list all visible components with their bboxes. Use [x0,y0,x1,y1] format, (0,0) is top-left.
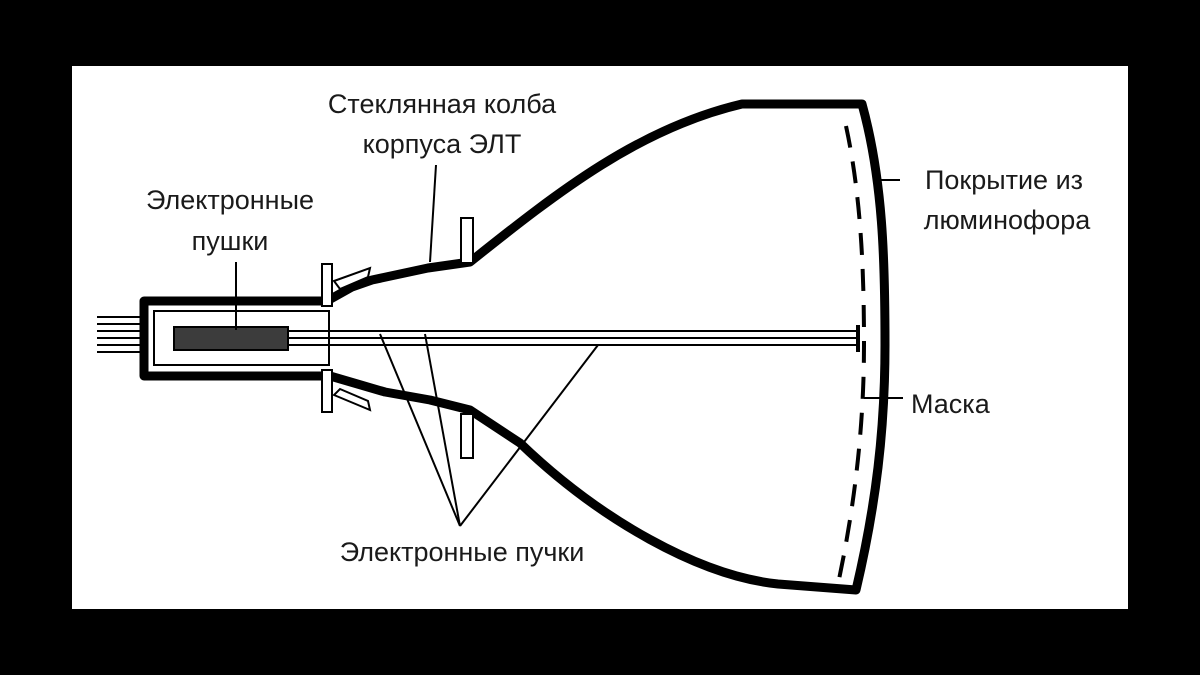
label-mask: Маска [911,389,991,419]
leader-glass-bulb [429,164,437,263]
glass-bulb-outline [139,99,890,595]
label-electron-guns-2: пушки [192,226,269,256]
label-glass-bulb-1: Стеклянная колба [328,89,557,119]
electron-beams [288,325,860,352]
deflection-plates [321,217,474,459]
leader-beam-1 [379,333,461,527]
leader-lines [235,164,903,527]
connector-pins [97,316,146,353]
label-electron-beams: Электронные пучки [340,537,585,567]
label-phosphor-2: люминофора [924,205,1092,235]
leader-beam-3 [459,344,599,527]
label-electron-guns-1: Электронные [146,185,314,215]
shadow-mask [836,125,867,585]
electron-gun-block [173,326,289,351]
leader-beam-2 [424,333,461,527]
label-glass-bulb-2: корпуса ЭЛТ [363,129,522,159]
label-phosphor-1: Покрытие из [925,165,1083,195]
